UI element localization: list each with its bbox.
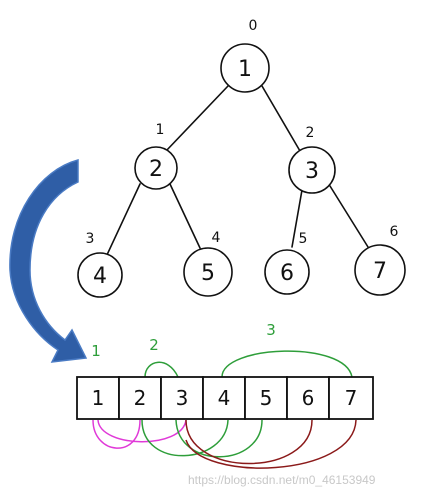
node-circle-6 [354,244,406,296]
lower-arcs [92,419,357,469]
array-cell-7 [328,376,374,420]
darkred-arc-2 [185,419,357,469]
edge-3-7 [329,185,369,248]
node-value: 4 [93,264,107,289]
node-index: 6 [390,224,399,240]
green-arc-level3 [221,350,353,378]
array-value: 6 [302,386,315,410]
node-value: 3 [305,159,319,184]
array-value: 7 [345,386,358,410]
green-arc-lower-1 [141,419,229,457]
edge-3-6 [291,189,303,248]
watermark: https://blog.csdn.net/m0_46153949 [188,473,376,487]
edge-1-3 [261,85,301,152]
node-circle-5 [264,249,310,295]
magenta-arc-2 [97,419,187,443]
node-index: 5 [299,231,308,247]
node-circle-3 [77,252,123,298]
array-value: 1 [92,386,105,410]
edge-2-5 [169,183,201,249]
edge-1-2 [165,85,229,152]
array-value: 3 [176,386,189,410]
node-circle-0 [220,43,270,93]
array-value: 5 [260,386,273,410]
green-arc-level2 [144,361,179,378]
array-value: 4 [218,386,231,410]
tree-edges [105,85,369,258]
tree-nodes [77,43,406,298]
node-value: 7 [373,259,387,284]
node-index: 4 [212,230,221,246]
node-index: 3 [86,231,95,247]
node-circle-2 [288,146,336,194]
level-label: 1 [91,342,101,360]
curved-arrow [9,159,88,363]
node-index: 2 [306,125,315,141]
node-value: 1 [238,57,252,82]
array-cell-5 [244,376,288,420]
node-value: 6 [280,261,294,286]
array-row [76,376,374,420]
level-label: 3 [266,321,276,339]
edge-2-4 [105,183,141,258]
green-arcs [144,350,353,378]
array-value: 2 [134,386,147,410]
node-circle-1 [134,146,178,190]
node-index: 0 [249,18,258,34]
node-index: 1 [156,122,165,138]
green-arc-lower-2 [175,419,263,458]
array-cell-3 [160,376,204,420]
node-value: 5 [201,261,215,286]
level-label: 2 [149,336,159,354]
node-circle-4 [183,247,233,297]
node-value: 2 [149,157,163,182]
magenta-arc-1 [92,419,141,449]
darkred-arc-1 [185,419,313,465]
